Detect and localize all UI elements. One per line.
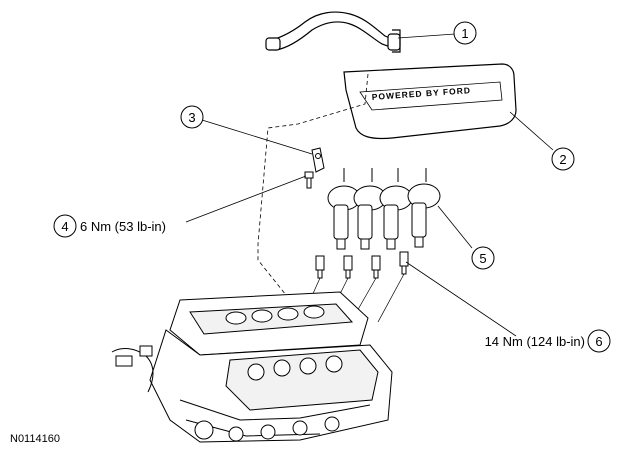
callout-number: 1 — [461, 26, 468, 41]
bracket — [311, 147, 325, 173]
spark-plug — [343, 255, 353, 279]
ignition-coil — [407, 168, 441, 248]
callout-4: 4 6 Nm (53 lb-in) — [53, 214, 166, 238]
callout-2: 2 — [551, 147, 575, 171]
callout-number: 4 — [61, 219, 68, 234]
torque-spec-label: 6 Nm (53 lb-in) — [80, 219, 166, 234]
leader-lines — [185, 33, 554, 337]
spark-plugs — [315, 251, 409, 279]
callout-number: 3 — [188, 110, 195, 125]
callout-6: 6 14 Nm (124 lb-in) — [485, 329, 611, 353]
vent-hose — [265, 11, 401, 53]
torque-spec-label: 14 Nm (124 lb-in) — [485, 334, 585, 349]
ignition-coils — [327, 168, 441, 250]
callout-5: 5 — [471, 246, 495, 270]
callout-number: 6 — [595, 334, 602, 349]
spark-plug — [371, 255, 381, 279]
figure-id: N0114160 — [10, 433, 60, 445]
ignition-coil — [353, 168, 387, 250]
bolt — [304, 171, 314, 189]
ignition-coil — [327, 168, 361, 250]
callout-3: 3 — [180, 105, 204, 129]
engine-block — [111, 291, 393, 443]
engine-cover: POWERED BY FORD — [343, 63, 517, 140]
callout-number: 2 — [559, 152, 566, 167]
spark-plug — [315, 255, 325, 279]
ignition-coil — [379, 168, 413, 250]
callout-1: 1 — [453, 21, 477, 45]
callout-number: 5 — [479, 251, 486, 266]
dashed-routing-line — [257, 73, 369, 301]
